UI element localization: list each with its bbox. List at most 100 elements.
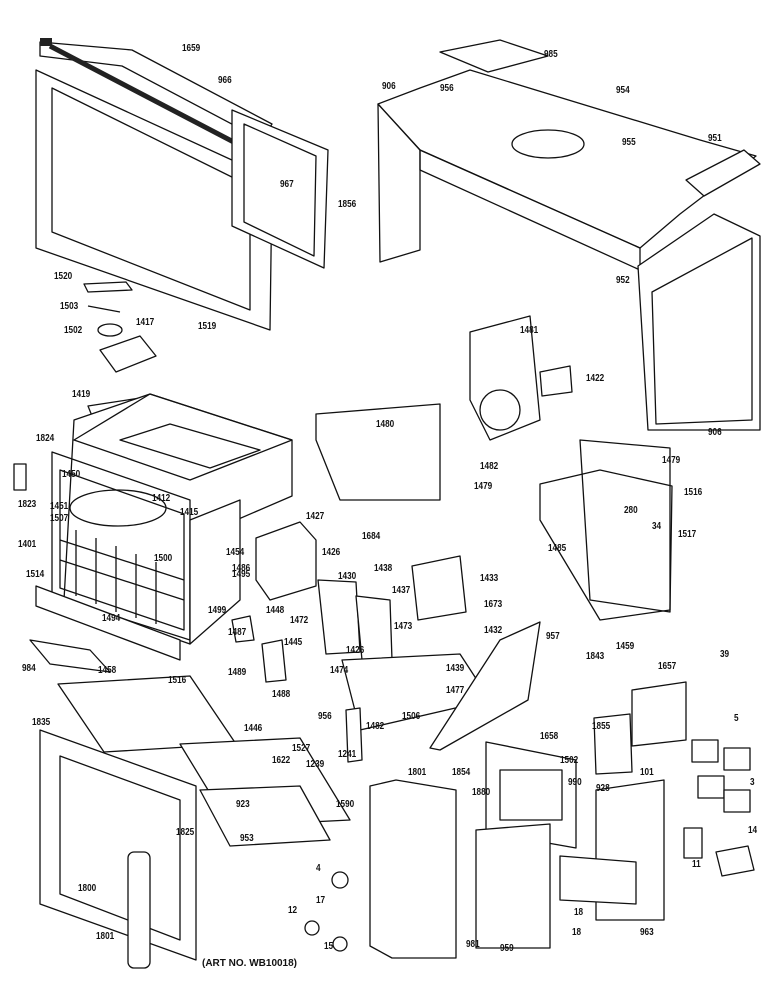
part-label: 280 (624, 505, 638, 516)
door-and-floor-panels (29, 639, 351, 969)
part-label: 1481 (520, 325, 539, 336)
part-label: 1459 (616, 641, 635, 652)
part-label: 1489 (228, 667, 247, 678)
part-label: 1472 (290, 615, 309, 626)
internal-components (231, 315, 673, 763)
part-label: 3 (750, 777, 755, 788)
part-label: 17 (316, 895, 326, 906)
part-label: 1500 (154, 553, 173, 564)
part-label: 1516 (684, 487, 703, 498)
part-label: 1494 (102, 613, 121, 624)
part-label: 1482 (480, 461, 499, 472)
outer-case (377, 39, 761, 431)
part-label: 953 (240, 833, 254, 844)
part-label: 956 (440, 83, 454, 94)
part-label: 1432 (484, 625, 503, 636)
part-label: 1659 (182, 43, 201, 54)
part-label: 1590 (336, 799, 355, 810)
part-label: 1485 (548, 543, 567, 554)
part-label: 1506 (402, 711, 421, 722)
part-label: 928 (596, 783, 610, 794)
control-panel-assembly (304, 681, 755, 959)
part-label: 1454 (226, 547, 245, 558)
part-label: 1401 (18, 539, 37, 550)
part-label: 1495 (232, 569, 251, 580)
part-label: 1487 (228, 627, 247, 638)
part-label: 1480 (376, 419, 395, 430)
part-label: 1438 (374, 563, 393, 574)
part-label: 1673 (484, 599, 503, 610)
part-label: 18 (574, 907, 584, 918)
part-label: 1450 (62, 469, 81, 480)
part-label: 1422 (586, 373, 605, 384)
part-label: 1502 (64, 325, 83, 336)
part-label: 1451 (50, 501, 69, 512)
part-label: 1502 (560, 755, 579, 766)
part-label: 1843 (586, 651, 605, 662)
part-label: 955 (622, 137, 636, 148)
part-label: 1412 (152, 493, 171, 504)
part-label: 906 (382, 81, 396, 92)
part-label: 1419 (72, 389, 91, 400)
part-label: 1437 (392, 585, 411, 596)
part-label: 101 (640, 767, 654, 778)
art-number: (ART NO. WB10018) (202, 958, 298, 969)
part-label: 990 (568, 777, 582, 788)
door-frame-assembly (35, 38, 329, 331)
part-label: 1499 (208, 605, 227, 616)
part-label: 1854 (452, 767, 471, 778)
part-label: 1448 (266, 605, 285, 616)
part-label: 959 (500, 943, 514, 954)
part-label: 981 (466, 939, 480, 950)
part-label: 12 (288, 905, 298, 916)
part-label: 1486 (232, 563, 251, 574)
part-label: 1801 (408, 767, 427, 778)
part-label: 923 (236, 799, 250, 810)
part-label: 1503 (60, 301, 79, 312)
part-label: 1445 (284, 637, 303, 648)
part-label: 1439 (446, 663, 465, 674)
part-label: 963 (640, 927, 654, 938)
part-label: 18 (572, 927, 582, 938)
part-label: 1823 (18, 499, 37, 510)
part-label: 1684 (362, 531, 381, 542)
part-label: 985 (544, 49, 558, 60)
part-label: 951 (708, 133, 722, 144)
part-label: 1479 (474, 481, 493, 492)
part-label: 1427 (306, 511, 325, 522)
part-label: 1519 (198, 321, 217, 332)
part-label: 1426 (346, 645, 365, 656)
part-label: 1474 (330, 665, 349, 676)
part-label: 1446 (244, 723, 263, 734)
part-label: 984 (22, 663, 36, 674)
part-label: 1477 (446, 685, 465, 696)
part-label: 1488 (272, 689, 291, 700)
part-label: 1482 (366, 721, 385, 732)
part-label: 1417 (136, 317, 155, 328)
part-label: 1856 (338, 199, 357, 210)
part-label: 1622 (272, 755, 291, 766)
part-label: 967 (280, 179, 294, 190)
part-label: 4 (316, 863, 321, 874)
part-label: 1824 (36, 433, 55, 444)
part-label: 14 (748, 825, 758, 836)
oven-cavity (13, 393, 293, 661)
part-label: 966 (218, 75, 232, 86)
part-label: 1825 (176, 827, 195, 838)
part-label: 1658 (540, 731, 559, 742)
part-label: 34 (652, 521, 662, 532)
part-label: 954 (616, 85, 630, 96)
part-label: 906 (708, 427, 722, 438)
part-label: 5 (734, 713, 739, 724)
part-label: 952 (616, 275, 630, 286)
part-label: 1835 (32, 717, 51, 728)
part-label: 1426 (322, 547, 341, 558)
part-label: 1657 (658, 661, 677, 672)
part-label: 1473 (394, 621, 413, 632)
part-label: 1507 (50, 513, 69, 524)
part-label: 11 (692, 859, 701, 870)
part-label: 956 (318, 711, 332, 722)
part-label: 1855 (592, 721, 611, 732)
